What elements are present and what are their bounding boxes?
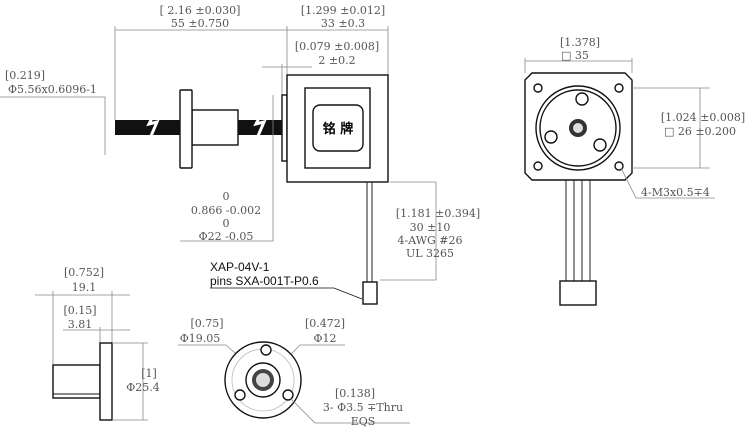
pcd-in: [0.75] (190, 317, 223, 330)
hole-pitch-in: [1.024 ±0.008] (661, 111, 745, 124)
break-mark (146, 111, 267, 137)
front-view: [1.378] □ 35 [1.024 ±0.008] □ 26 ±0.200 … (524, 36, 745, 306)
mount-holes: 4-M3x0.5∓4 (641, 186, 710, 199)
nut-length-mm: 19.1 (72, 281, 97, 294)
body-dia-in: [0.472] (305, 317, 345, 330)
wire-ul: UL 3265 (406, 247, 454, 260)
hole-eqs: EQS (351, 415, 376, 428)
boss-dia-upper-tol-in: 0 (223, 190, 230, 203)
nameplate-text: 铭 牌 (323, 121, 354, 137)
body-length-mm: 33 ±0.3 (321, 17, 365, 30)
boss-dia-upper-tol-mm: 0 (223, 217, 230, 230)
flange-dia-mm: Φ25.4 (126, 381, 160, 394)
hole-in: [0.138] (335, 387, 375, 400)
nut-side-body (52, 364, 101, 399)
front-width-mm: □ 35 (561, 49, 589, 62)
connector-front (559, 280, 597, 306)
body-length-in: [1.299 ±0.012] (301, 4, 385, 17)
mount-hole (533, 83, 543, 93)
nut-side-flange (99, 342, 113, 421)
body-dia-mm: Φ12 (313, 332, 336, 345)
hole-pitch-mm: □ 26 ±0.200 (664, 125, 736, 138)
lead-wire-mm: 30 ±10 (410, 221, 451, 234)
lead-length-mm: 55 ±0.750 (171, 17, 229, 30)
flange-dia-in: [1] (141, 367, 157, 380)
front-width-in: [1.378] (560, 36, 600, 49)
mount-hole (614, 83, 624, 93)
connector-side (362, 281, 378, 305)
mount-hole (533, 161, 543, 171)
screw-dia-in: [0.219] (5, 69, 45, 82)
boss-length-mm: 2 ±0.2 (318, 54, 355, 67)
connector-pins: pins SXA-001T-P0.6 (210, 274, 319, 288)
boss-dia-in: 0.866 -0.002 (191, 204, 261, 217)
screw-spec: Φ5.56x0.6096-1 (8, 83, 97, 96)
wire-gauge: 4-AWG #26 (397, 234, 462, 247)
nut-side-view: [0.752] 19.1 [0.15] 3.81 [1] Φ25.4 (35, 266, 160, 421)
pcd-mm: Φ19.05 (180, 332, 221, 345)
motor-boss (281, 94, 288, 162)
nut-front-view: [0.75] Φ19.05 [0.472] Φ12 [0.138] 3- Φ3.… (178, 317, 410, 428)
nut-length-in: [0.752] (64, 266, 104, 279)
boss-dia-mm: Φ22 -0.05 (199, 230, 254, 243)
flange-thk-in: [0.15] (63, 304, 96, 317)
connector-model: XAP-04V-1 (210, 260, 270, 274)
nut-body (191, 109, 239, 146)
hole-spec: 3- Φ3.5 ∓Thru (323, 401, 403, 414)
lead-length-in: [ 2.16 ±0.030] (160, 4, 241, 17)
flange-thk-mm: 3.81 (68, 318, 93, 331)
boss-length-in: [0.079 ±0.008] (295, 40, 379, 53)
lead-wire-in: [1.181 ±0.394] (396, 207, 480, 220)
nut-flange (179, 89, 193, 169)
nameplate (312, 104, 364, 152)
side-view: [ 2.16 ±0.030] 55 ±0.750 [1.299 ±0.012] … (0, 4, 480, 305)
